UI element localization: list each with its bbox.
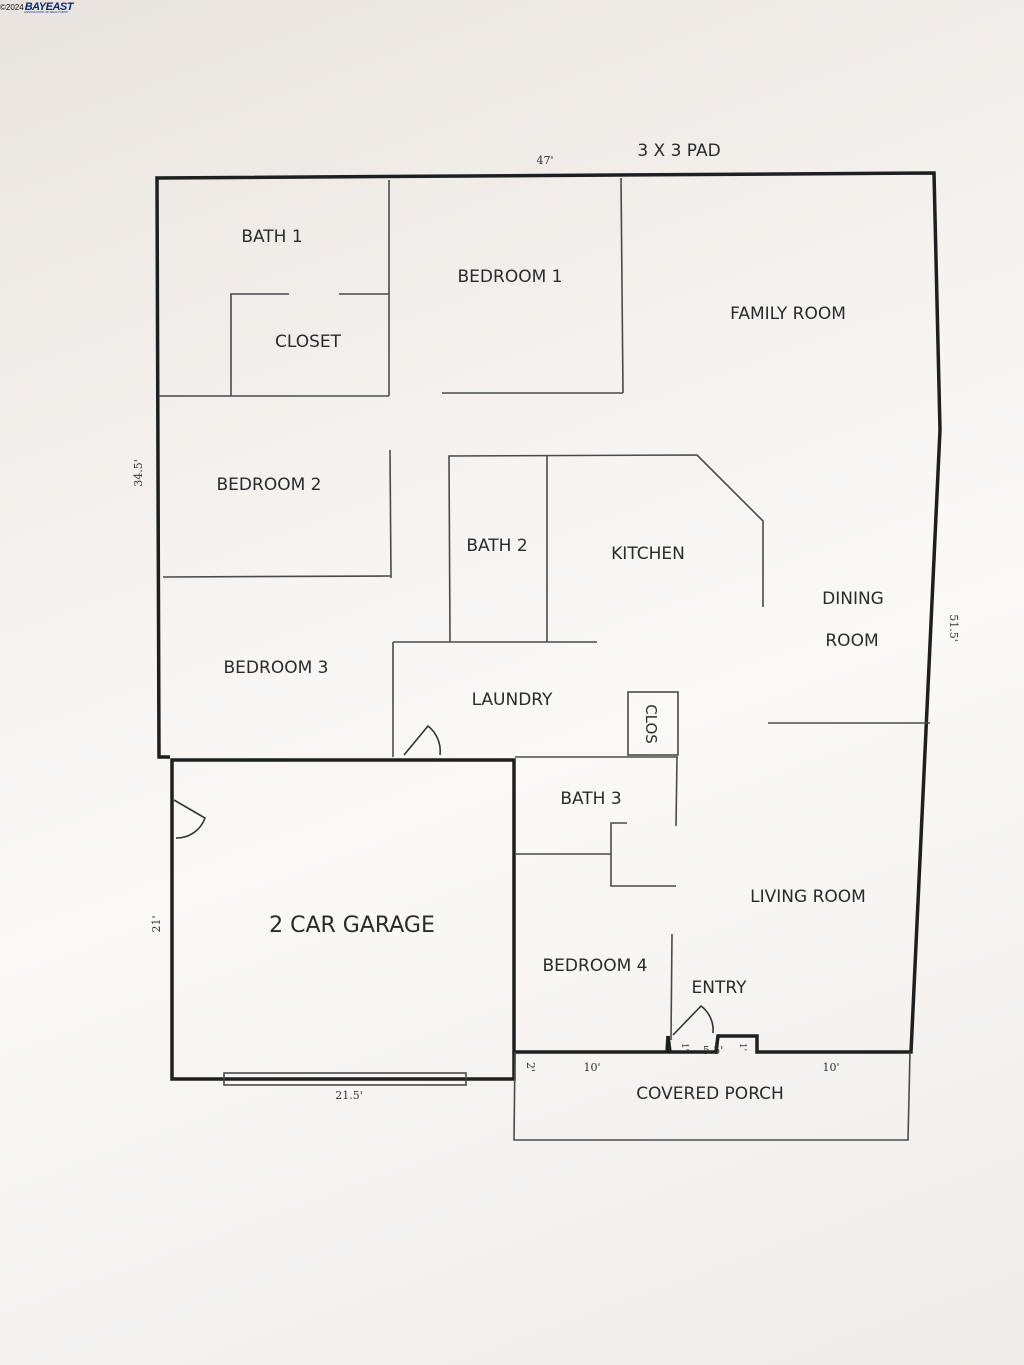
- dim-entry-step-left: 1': [679, 1043, 689, 1051]
- laundry-door-swing: [403, 724, 442, 756]
- room-label-garage: 2 CAR GARAGE: [269, 913, 435, 938]
- room-labels: BATH 1 BEDROOM 1 CLOSET FAMILY ROOM BEDR…: [217, 141, 884, 1104]
- room-label-bedroom2: BEDROOM 2: [217, 475, 322, 495]
- watermark: ©2024 BAYEAST ASSOCIATION OF REALTORS®: [0, 0, 73, 14]
- dim-garage-width: 21.5': [335, 1089, 363, 1102]
- room-label-clos: CLOS: [642, 704, 660, 744]
- room-label-dining-line1: DINING: [822, 589, 884, 609]
- porch-outline: [513, 1051, 911, 1141]
- house-outline: [155, 171, 942, 1054]
- room-label-dining-line2: ROOM: [825, 631, 878, 651]
- room-label-bath2: BATH 2: [466, 536, 527, 556]
- dim-top-width: 47': [536, 154, 553, 167]
- room-label-bedroom4: BEDROOM 4: [543, 956, 648, 976]
- kitchen-wall: [448, 454, 764, 643]
- entry-door-swing: [672, 1004, 714, 1036]
- door-swings: [173, 724, 714, 1036]
- room-label-kitchen: KITCHEN: [611, 544, 685, 564]
- dim-entry-width: 5.5': [703, 1044, 724, 1057]
- room-label-living-room: LIVING ROOM: [750, 887, 866, 907]
- wall: [670, 933, 673, 1041]
- watermark-copyright: ©2024: [0, 2, 24, 12]
- wall: [389, 449, 392, 579]
- room-label-entry: ENTRY: [692, 978, 748, 998]
- garage-side-door-swing: [173, 799, 206, 839]
- dim-entry-step-right: 1': [737, 1043, 747, 1051]
- interior-walls: [159, 177, 930, 1141]
- dimension-labels: 47' 34.5' 51.5' 21' 21.5' 2' 10' 5.5' 10…: [132, 154, 960, 1102]
- clos-box: [627, 691, 679, 756]
- room-label-family-room: FAMILY ROOM: [730, 304, 846, 324]
- dim-porch-offset: 2': [524, 1062, 537, 1072]
- watermark-brand-logo: BAYEAST: [24, 1, 74, 13]
- exterior-walls: [155, 171, 942, 1081]
- dim-left-upper: 34.5': [132, 459, 145, 487]
- room-label-bath3: BATH 3: [560, 789, 621, 809]
- label-pad: 3 X 3 PAD: [637, 141, 720, 161]
- room-label-closet: CLOSET: [275, 332, 342, 352]
- room-label-bath1: BATH 1: [241, 227, 302, 247]
- wall: [620, 177, 624, 394]
- dim-right-depth: 51.5': [947, 614, 960, 642]
- dim-garage-depth: 21': [150, 915, 163, 932]
- watermark-tagline: ASSOCIATION OF REALTORS®: [24, 10, 69, 14]
- wall: [675, 756, 678, 827]
- garage-outline: [170, 758, 516, 1081]
- bath3-wall: [610, 822, 676, 887]
- dim-porch-right: 10': [822, 1061, 839, 1074]
- garage-door: [223, 1072, 467, 1086]
- front-wall-bedroom4: [515, 1035, 670, 1054]
- room-label-bedroom1: BEDROOM 1: [458, 267, 563, 287]
- room-label-covered-porch: COVERED PORCH: [636, 1084, 784, 1104]
- closet-wall: [230, 293, 289, 396]
- room-label-bedroom3: BEDROOM 3: [224, 658, 329, 678]
- dim-porch-left: 10': [583, 1061, 600, 1074]
- room-label-laundry: LAUNDRY: [472, 690, 553, 710]
- wall: [162, 575, 392, 578]
